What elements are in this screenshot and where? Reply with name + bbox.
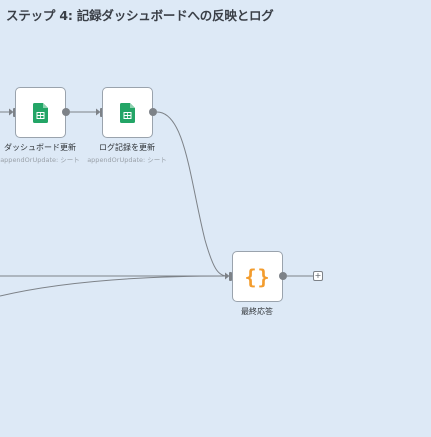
node-label: ログ記録を更新 (99, 143, 155, 152)
input-port[interactable] (229, 271, 232, 281)
node-log-update[interactable] (102, 87, 153, 138)
add-node-button[interactable]: + (313, 271, 323, 281)
google-sheets-icon (120, 102, 135, 123)
output-port[interactable] (279, 272, 287, 280)
google-sheets-icon (33, 102, 48, 123)
node-subtitle: appendOrUpdate: シート (87, 156, 167, 164)
sticky-note-title: ステップ 4: 記録ダッシュボードへの反映とログ (6, 8, 274, 23)
node-subtitle: appendOrUpdate: シート (0, 156, 80, 164)
arrowhead (9, 108, 14, 116)
output-port[interactable] (149, 108, 157, 116)
arrowhead (96, 108, 101, 116)
connection-incoming-final-b[interactable] (0, 275, 228, 297)
arrowhead (225, 272, 230, 280)
input-port[interactable] (100, 107, 103, 117)
code-braces-icon: {} (244, 264, 271, 289)
node-final-response[interactable]: {} (232, 251, 283, 302)
output-port[interactable] (62, 108, 70, 116)
node-dashboard-update[interactable] (15, 87, 66, 138)
input-port[interactable] (13, 107, 16, 117)
node-label: 最終応答 (241, 307, 273, 316)
connection-log-to-final[interactable] (156, 111, 228, 277)
node-label: ダッシュボード更新 (4, 143, 76, 152)
